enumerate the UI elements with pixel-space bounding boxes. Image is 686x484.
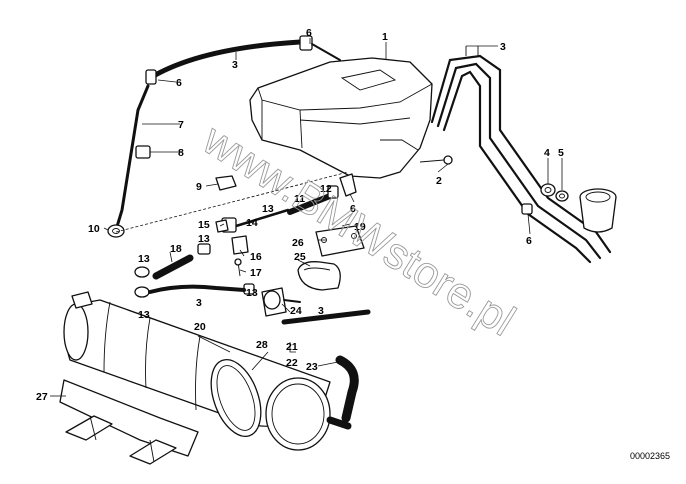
bracket-16: [231, 235, 249, 255]
screw-2: [419, 155, 453, 165]
callout-27: 27: [36, 391, 48, 403]
callout-4: 4: [544, 147, 550, 159]
callout-3: 3: [318, 305, 324, 317]
clamp-13a: [197, 243, 211, 255]
callout-13: 13: [138, 309, 150, 321]
callout-6: 6: [350, 203, 356, 215]
cap-10: [107, 224, 125, 238]
callout-18: 18: [170, 243, 182, 255]
callout-3: 3: [500, 41, 506, 53]
callout-8: 8: [178, 147, 184, 159]
vent-line-bundle: [430, 45, 612, 264]
callout-20: 20: [194, 321, 206, 333]
callout-6: 6: [176, 77, 182, 89]
vent-hose-valve: [281, 309, 371, 325]
callout-26: 26: [292, 237, 304, 249]
bracket-19: [315, 225, 365, 257]
clip-9: [215, 175, 237, 191]
diagram-number: 00002365: [630, 451, 670, 461]
callout-5: 5: [558, 147, 564, 159]
holder-25: [297, 261, 341, 291]
callout-28: 28: [256, 339, 268, 351]
callout-3: 3: [232, 59, 238, 71]
callout-6: 6: [526, 235, 532, 247]
callout-15: 15: [198, 219, 210, 231]
leader-lines: [50, 38, 563, 397]
callout-19: 19: [354, 221, 366, 233]
callout-13: 13: [138, 253, 150, 265]
callout-25: 25: [294, 251, 306, 263]
pipe-23: [326, 355, 359, 430]
clamp-13b: [134, 266, 150, 278]
callout-11: 11: [294, 193, 305, 205]
callout-23: 23: [306, 361, 318, 373]
callout-2: 2: [436, 175, 442, 187]
mount-bracket-27: [59, 379, 199, 465]
callout-13: 13: [262, 203, 274, 215]
clamp-13c: [134, 286, 150, 298]
callout-7: 7: [178, 119, 184, 131]
filler-neck: [579, 188, 617, 233]
callout-13: 13: [198, 233, 210, 245]
screw-17: [234, 258, 242, 277]
vent-hose-upper: [145, 35, 341, 85]
hose-clamp-right: [521, 203, 533, 215]
callout-6: 6: [306, 27, 312, 39]
callout-9: 9: [196, 181, 202, 193]
hose-18: [152, 254, 194, 280]
callout-24: 24: [290, 305, 302, 317]
ring-28: [210, 359, 262, 437]
hose-11: [287, 173, 357, 215]
callout-22: 22: [286, 357, 298, 369]
callout-16: 16: [250, 251, 262, 263]
callout-3: 3: [196, 297, 202, 309]
expansion-tank: [249, 57, 433, 179]
callout-1: 1: [382, 31, 388, 43]
callout-13: 13: [246, 287, 258, 299]
vent-line-7: [114, 84, 150, 232]
canister-end-cap: [265, 377, 331, 451]
callout-14: 14: [246, 217, 258, 229]
grommet-5: [555, 190, 569, 202]
grommet-4: [540, 183, 556, 197]
callout-21: 21: [286, 341, 298, 353]
valve-24: [261, 287, 301, 317]
callout-labels: 1 3 6 3 6 7 8 9 10 2 4 5 6 12 11 6 13 19…: [36, 27, 564, 403]
clip-15: [215, 219, 229, 233]
callout-10: 10: [88, 223, 100, 235]
clip-8: [135, 145, 151, 159]
vent-hose-lower: [148, 284, 246, 294]
callout-12: 12: [320, 183, 332, 195]
callout-17: 17: [250, 267, 262, 279]
